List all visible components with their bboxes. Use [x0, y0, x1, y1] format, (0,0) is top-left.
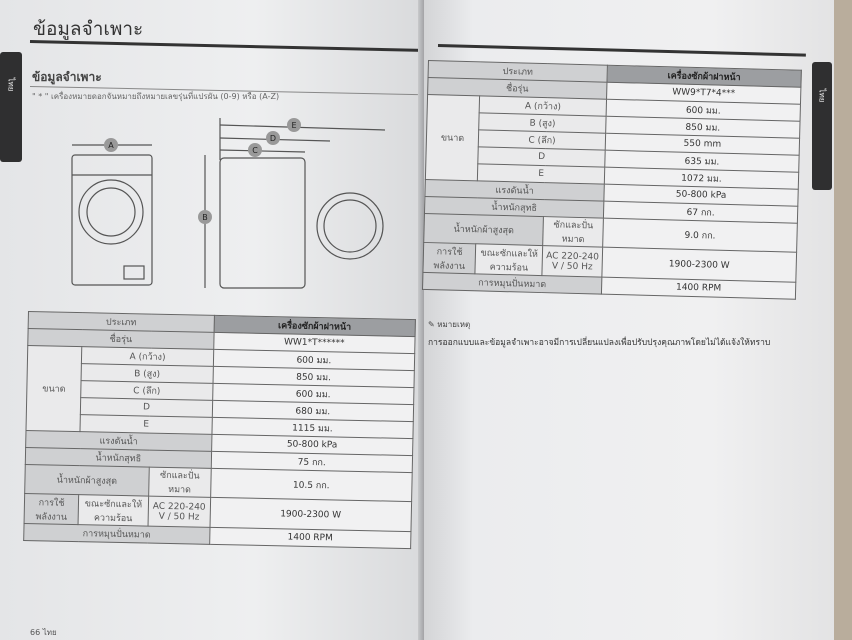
cell: การหมุนปั่นหมาด — [23, 523, 210, 545]
remark-title: ✎ หมายเหตุ — [428, 320, 471, 329]
section-title: ข้อมูลจำเพาะ — [32, 70, 102, 84]
cell: 1900-2300 W — [209, 497, 412, 532]
left-page: ข้อมูลจำเพาะ ข้อมูลจำเพาะ " * " เครื่องห… — [0, 0, 424, 640]
model-note: " * " เครื่องหมายดอกจันหมายถึงหมายเลขรุ่… — [32, 92, 280, 101]
remark-title-text: หมายเหตุ — [437, 320, 471, 329]
cell: ซักและปั่นหมาด — [148, 467, 211, 498]
label-a-marker — [104, 138, 118, 152]
label-b: B — [202, 213, 208, 222]
cell: ขนาด — [25, 345, 82, 432]
cell: การใช้พลังงาน — [422, 242, 476, 274]
label-e-marker — [287, 118, 301, 132]
door-open — [316, 192, 384, 260]
label-b-marker — [198, 210, 212, 224]
cell: AC 220-240 V / 50 Hz — [542, 245, 603, 278]
language-tab: ไทย — [812, 62, 832, 190]
language-tab-label: ไทย — [817, 88, 827, 103]
label-d: D — [270, 134, 276, 143]
cell: น้ำหนักผ้าสูงสุด — [423, 213, 544, 246]
cell: ขณะซักและให้ความร้อน — [475, 243, 544, 276]
washer-front-body — [71, 154, 153, 286]
washer-door — [78, 179, 144, 245]
cell: 10.5 กก. — [210, 468, 413, 502]
cell: ขนาด — [425, 94, 480, 181]
dimension-diagram: A B C D E — [71, 118, 386, 289]
cell: ซักและปั่นหมาด — [543, 216, 604, 248]
cell: 1400 RPM — [209, 527, 411, 549]
label-c: C — [252, 146, 258, 155]
cell: ขณะซักและให้ความร้อน — [78, 494, 149, 527]
label-c-marker — [248, 143, 262, 157]
dimension-labels — [104, 118, 301, 224]
label-a: A — [108, 141, 114, 150]
cell: น้ำหนักผ้าสูงสุด — [24, 464, 150, 497]
cell: AC 220-240 V / 50 Hz — [147, 496, 211, 528]
label-e: E — [291, 121, 296, 130]
remark-text: การออกแบบและข้อมูลจำเพาะอาจมีการเปลี่ยนแ… — [428, 338, 771, 348]
label-d-marker — [266, 131, 280, 145]
language-tab: ไทย — [0, 52, 22, 162]
page-footer: 66 ไทย — [30, 628, 57, 637]
page-title: ข้อมูลจำเพาะ — [33, 18, 144, 40]
washer-side-body — [219, 157, 306, 289]
cell: การใช้พลังงาน — [24, 493, 79, 525]
